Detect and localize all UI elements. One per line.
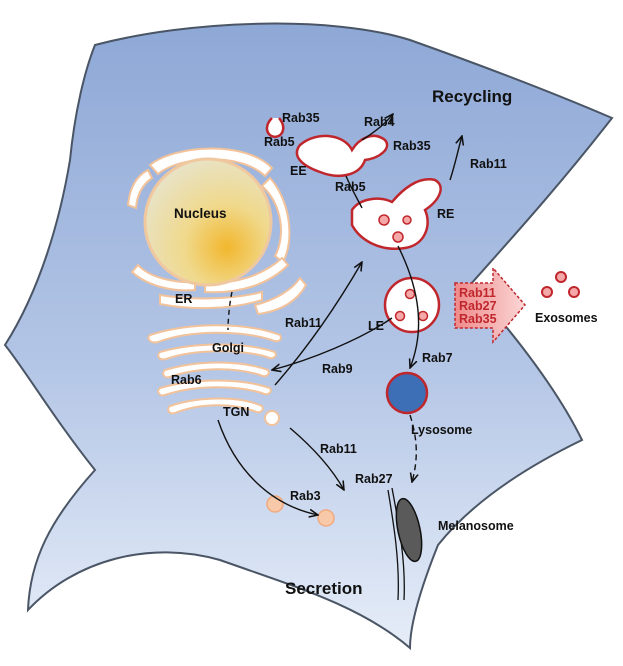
label-rab7: Rab7 [422,351,453,365]
late-endosome [383,276,441,334]
label-re: RE [437,207,454,221]
label-nucleus: Nucleus [174,206,227,221]
label-rab11-golgi: Rab11 [285,316,322,330]
endoplasmic-reticulum [126,147,308,316]
golgi-apparatus [147,324,282,415]
label-rab5-ee: Rab5 [264,135,295,149]
budding-vesicle [265,117,285,139]
melanosome [387,487,423,601]
heading-secretion: Secretion [285,579,362,598]
exosome-box-rab11: Rab11 [459,286,496,300]
exosome-box-rab27: Rab27 [459,299,497,313]
label-rab11-re: Rab11 [470,157,507,171]
label-tgn: TGN [223,405,249,419]
label-rab4: Rab4 [364,115,395,129]
exosomes [541,271,580,298]
label-rab35-top: Rab35 [282,111,320,125]
re-intraluminal-vesicles [378,214,412,243]
trafficking-arrows [217,114,462,515]
label-golgi: Golgi [212,341,244,355]
early-endosome [295,134,389,177]
label-le: LE [368,319,384,333]
recycling-endosome [350,178,442,251]
label-rab27: Rab27 [355,472,393,486]
exosome-box-rab35: Rab35 [459,312,497,326]
label-lysosome: Lysosome [411,423,472,437]
label-rab5-lower: Rab5 [335,180,366,194]
label-rab3: Rab3 [290,489,321,503]
exosome-release-arrow [454,265,526,345]
label-er: ER [175,292,192,306]
label-exosomes: Exosomes [535,311,598,325]
nucleus [143,157,273,287]
heading-recycling: Recycling [432,87,512,106]
label-rab9: Rab9 [322,362,353,376]
label-rab6: Rab6 [171,373,202,387]
label-melanosome: Melanosome [438,519,514,533]
tgn-vesicle [264,410,280,426]
label-ee: EE [290,164,307,178]
le-intraluminal-vesicles [394,288,429,322]
lysosome [385,371,429,415]
cell-membrane [3,22,614,651]
label-rab11-tgn: Rab11 [320,442,357,456]
label-rab35-ee: Rab35 [393,139,431,153]
